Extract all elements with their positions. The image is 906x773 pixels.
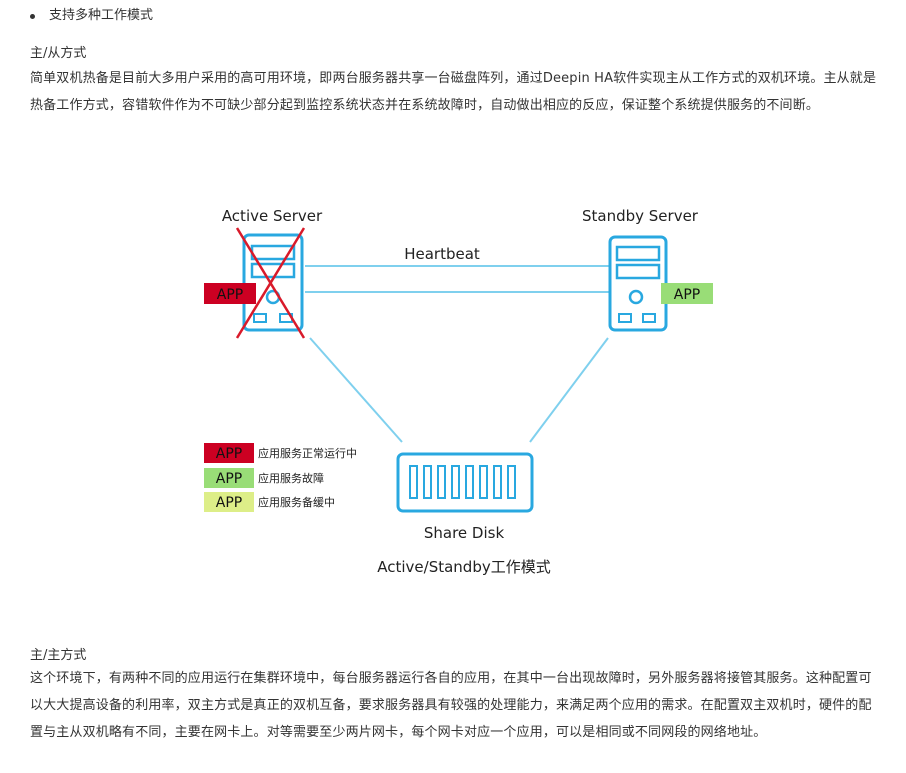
legend-text-running: 应用服务正常运行中 [258, 446, 357, 460]
failure-cross-icon [235, 227, 306, 339]
diagram-caption: Active/Standby工作模式 [377, 558, 550, 576]
bullet-dot-icon [30, 13, 35, 19]
active-server-icon [242, 233, 304, 332]
standby-app-badge [661, 283, 713, 304]
paragraph-master-slave: 简单双机热备是目前大多用户采用的高可用环境，即两台服务器共享一台磁盘阵列，通过D… [30, 71, 877, 113]
standby-to-disk-line [529, 337, 609, 443]
bullet-text: 支持多种工作模式 [49, 8, 154, 23]
active-app-badge [204, 283, 256, 304]
legend-label-standby: APP [216, 495, 242, 511]
active-to-disk-line [309, 337, 403, 443]
legend-swatch-running [204, 443, 254, 463]
section-title-master-slave: 主/从方式 [30, 46, 87, 61]
share-disk-icon [396, 452, 534, 513]
standby-server-label: Standby Server [582, 207, 699, 225]
legend-text-fault: 应用服务故障 [258, 471, 324, 485]
legend: APP 应用服务正常运行中 APP 应用服务故障 APP 应用服务备缓中 [204, 443, 357, 512]
standby-server-icon [608, 235, 668, 332]
active-standby-diagram: APP Active Server APP Standby Server Hea… [204, 207, 713, 576]
legend-label-running: APP [216, 446, 242, 462]
legend-label-fault: APP [216, 471, 242, 487]
bullet-item: 支持多种工作模式 [30, 6, 153, 26]
heartbeat-label: Heartbeat [404, 245, 480, 263]
section-title-master-master: 主/主方式 [30, 648, 87, 663]
active-server-label: Active Server [222, 207, 323, 225]
active-app-label: APP [217, 287, 243, 303]
standby-app-label: APP [674, 287, 700, 303]
legend-swatch-fault [204, 468, 254, 488]
legend-text-standby: 应用服务备缓中 [258, 495, 335, 509]
paragraph-master-master: 这个环境下，有两种不同的应用运行在集群环境中，每台服务器运行各自的应用，在其中一… [30, 671, 872, 740]
legend-swatch-standby [204, 492, 254, 512]
share-disk-label: Share Disk [424, 524, 505, 542]
